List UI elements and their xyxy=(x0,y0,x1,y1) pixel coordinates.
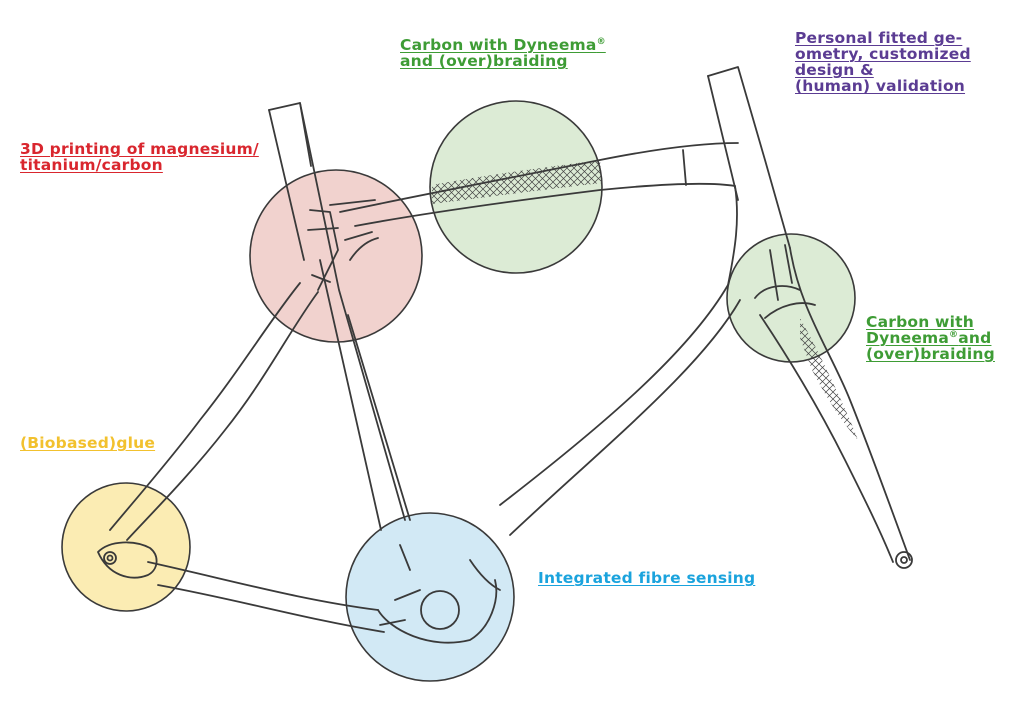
seat-stay xyxy=(109,282,301,531)
braid-hatch-top xyxy=(432,160,602,204)
label-geometry-line2: ometry, customized xyxy=(795,45,971,63)
label-braiding-top: Carbon with Dyneema® and (over)braiding xyxy=(400,37,606,69)
label-geometry-line4: (human) validation xyxy=(795,77,966,95)
label-3d-printing-line1: 3D printing of magnesium/ xyxy=(20,140,259,158)
label-sensing-text: Integrated fibre sensing xyxy=(538,569,756,587)
label-braiding-right-line3: (over)braiding xyxy=(866,345,995,363)
seat-tube-lower xyxy=(319,259,411,531)
down-tube xyxy=(509,299,741,536)
circle-biobased-glue xyxy=(61,482,191,612)
label-braiding-right-line2: Dyneema®and xyxy=(866,329,992,347)
dropout xyxy=(97,541,158,579)
braid-hatch-fork xyxy=(800,318,858,440)
label-braiding-right-line1: Carbon with xyxy=(866,313,974,331)
label-geometry-line1: Personal fitted ge- xyxy=(795,29,963,47)
label-braiding-top-line1: Carbon with Dyneema® xyxy=(400,36,606,54)
bottom-bracket xyxy=(377,579,498,644)
head-tube xyxy=(707,66,791,249)
label-braiding-top-line2: and (over)braiding xyxy=(400,52,568,70)
label-personal-geometry: Personal fitted ge- ometry, customized d… xyxy=(795,30,971,94)
circle-fibre-sensing xyxy=(345,512,515,682)
fork xyxy=(789,247,911,561)
label-3d-printing-line2: titanium/carbon xyxy=(20,156,163,174)
label-biobased-glue: (Biobased)glue xyxy=(20,435,155,451)
label-glue-text: (Biobased)glue xyxy=(20,434,156,452)
label-braiding-right: Carbon with Dyneema®and (over)braiding xyxy=(866,314,995,362)
seat-tube xyxy=(268,102,406,521)
label-geometry-line3: design & xyxy=(795,61,874,79)
label-3d-printing: 3D printing of magnesium/ titanium/carbo… xyxy=(20,141,259,173)
seat-tube-inner xyxy=(299,102,312,167)
label-fibre-sensing: Integrated fibre sensing xyxy=(538,570,755,586)
chain-stay xyxy=(147,561,379,611)
